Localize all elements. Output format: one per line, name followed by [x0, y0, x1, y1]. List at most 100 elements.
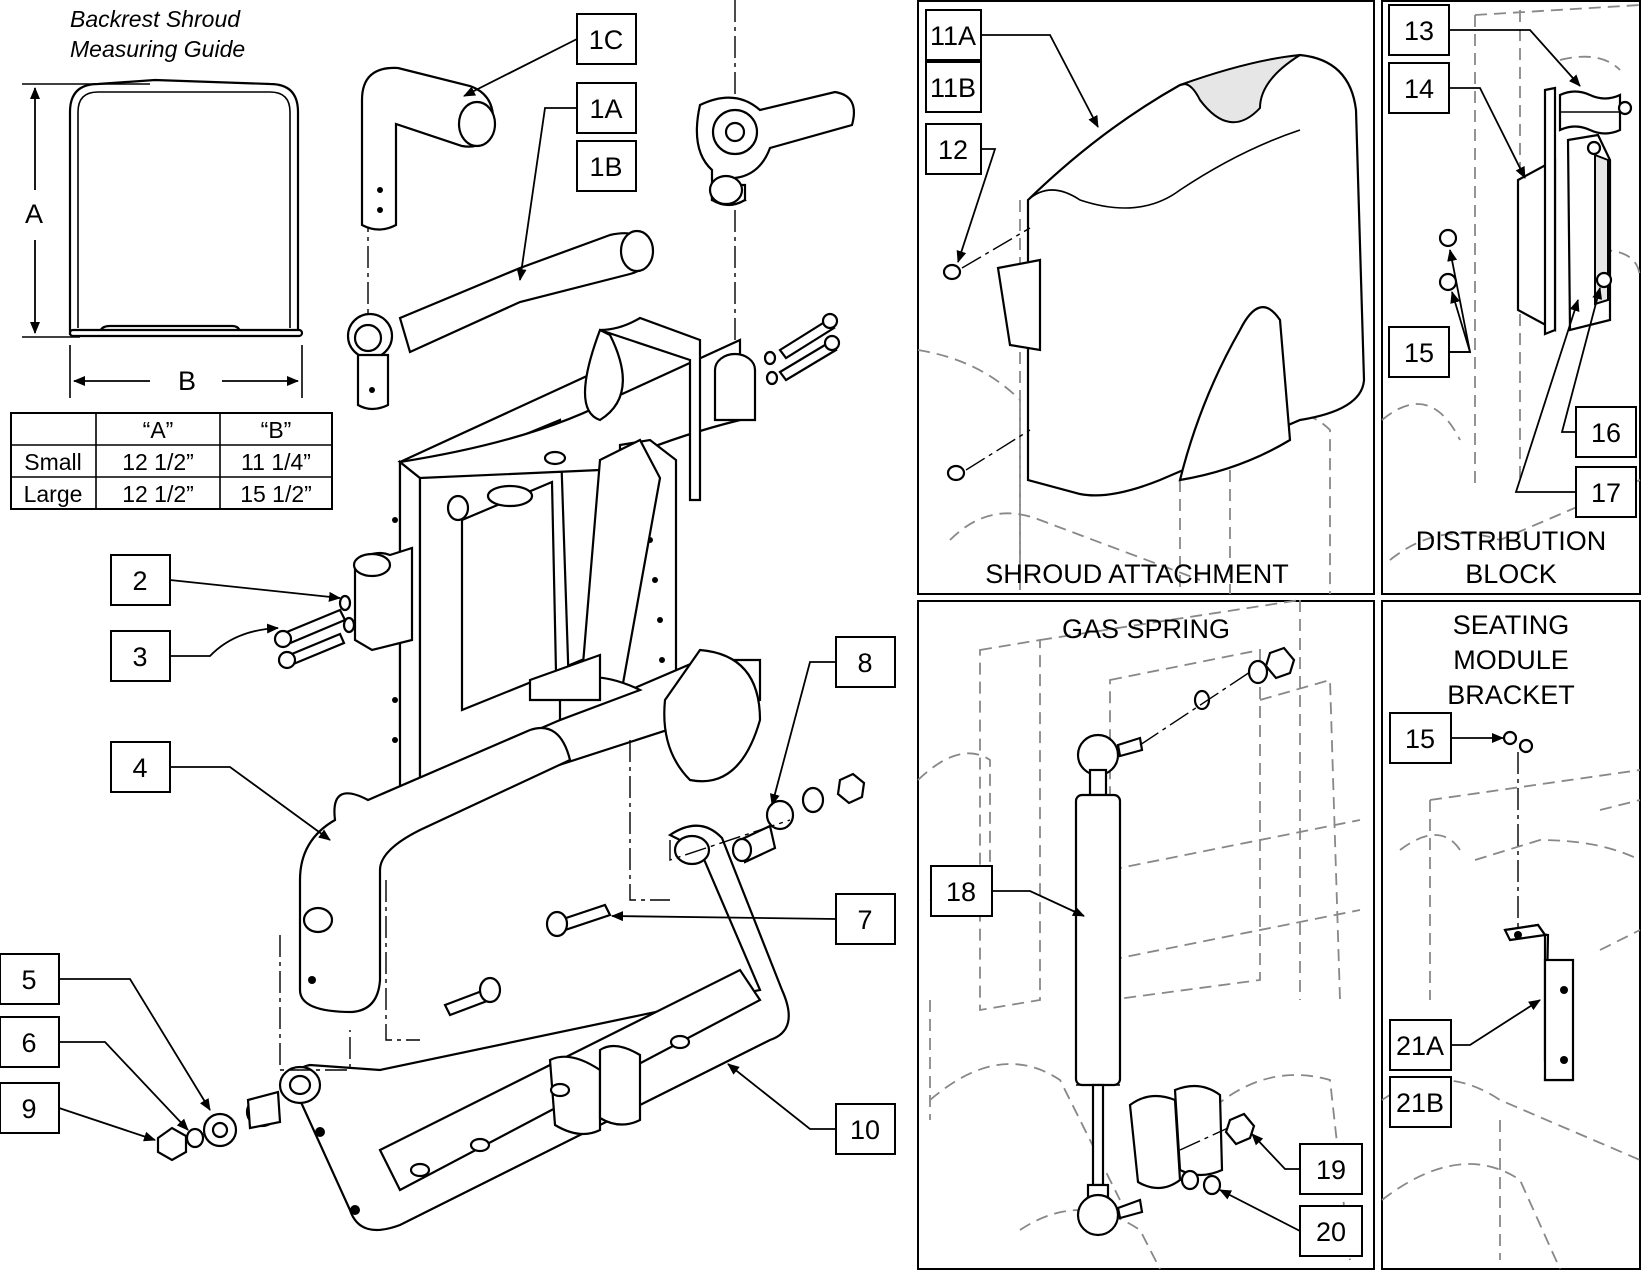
phantom-gs-8: [929, 678, 1341, 1120]
panel-gas-spring-caption: GAS SPRING: [1062, 614, 1230, 644]
hardware-7-8: [443, 772, 866, 1017]
leader-18: [992, 890, 1085, 917]
phantom-gs-5: [1109, 819, 1361, 961]
callout-box-19: [1299, 1143, 1363, 1195]
table-header-a: “A”: [143, 417, 174, 443]
phantom-sm-4: [1499, 929, 1641, 1260]
phantom-sm-1: [1399, 769, 1641, 1000]
chain-line-mid: [385, 880, 420, 1041]
leader-12: [956, 148, 997, 263]
chain-line-right: [629, 740, 670, 901]
panel-gas-spring: 18 19 20 GAS SPRING: [917, 599, 1375, 1270]
dim-b-label: B: [178, 366, 196, 396]
callout-15b: 15: [1405, 724, 1435, 754]
shroud-contour: [1027, 129, 1301, 209]
leader-17: [1514, 299, 1580, 493]
table-header-b: “B”: [261, 417, 292, 443]
leader-19: [1251, 1133, 1300, 1170]
callout-15a: 15: [1404, 338, 1434, 368]
callout-box-17: [1575, 466, 1637, 518]
guide-title-line1: Backrest Shroud: [70, 6, 241, 32]
bolts-top-right: [763, 312, 841, 386]
nut-19: [1224, 1112, 1256, 1146]
callout-18: 18: [946, 877, 976, 907]
callout-10: 10: [850, 1115, 880, 1145]
size-table-border: [10, 412, 333, 510]
panel-seating-caption-1: SEATING: [1453, 610, 1570, 640]
screw-15-seat-1: [1502, 730, 1518, 746]
panel-distribution-caption-1: DISTRIBUTION: [1416, 526, 1607, 556]
table-row-small-a: 12 1/2”: [122, 449, 194, 475]
phantom-gs-3: [1109, 648, 1261, 1002]
callout-box-18: [930, 865, 993, 917]
pivot-bracket-10: [278, 824, 790, 1232]
callout-14: 14: [1404, 74, 1434, 104]
callout-16: 16: [1591, 418, 1621, 448]
shroud-lower-cutout: [1178, 306, 1292, 482]
callout-box-1b: [576, 140, 637, 192]
leader-2: [169, 579, 341, 602]
main-exploded-view: [156, 0, 866, 1232]
panel-seating-caption-3: BRACKET: [1447, 680, 1575, 710]
screw-12-top: [942, 263, 962, 281]
callout-1c: 1C: [589, 25, 624, 55]
panel-distribution-block: 13 14 15 16 17 DISTRIBUTION BLOCK: [1381, 0, 1641, 595]
measuring-guide: Backrest Shroud Measuring Guide A B: [22, 6, 304, 398]
callout-4: 4: [132, 753, 147, 783]
callout-box-21b: [1389, 1076, 1452, 1128]
callout-8: 8: [857, 648, 872, 678]
callout-11a: 11A: [930, 21, 976, 51]
phantom-gs-2: [1039, 599, 1301, 1000]
washer-20b: [1202, 1174, 1222, 1196]
leader-1c: [463, 38, 578, 97]
panel-seating-module-bracket: 15 21A 21B SEATING MODULE BRACKET: [1381, 600, 1641, 1270]
leader-6: [59, 1041, 189, 1131]
callout-2: 2: [132, 566, 147, 596]
shroud-bracket: [996, 258, 1042, 352]
shroud-base: [68, 328, 304, 338]
leader-4: [170, 766, 331, 841]
leader-1a: [516, 107, 577, 281]
table-row-small-label: Small: [24, 449, 82, 475]
phantom-frame-5: [1179, 470, 1231, 594]
guide-title-line2: Measuring Guide: [70, 36, 245, 62]
callout-box-7: [835, 893, 896, 945]
callout-12: 12: [938, 135, 968, 165]
table-row-large-a: 12 1/2”: [122, 481, 194, 507]
table-row-small-b: 11 1/4”: [241, 449, 311, 475]
callout-7: 7: [857, 905, 872, 935]
callout-17: 17: [1591, 478, 1621, 508]
chain-line-left: [279, 935, 351, 1071]
leader-15a-bottom: [1449, 291, 1472, 353]
callout-box-9: [0, 1082, 60, 1134]
callout-1a: 1A: [589, 94, 622, 124]
callout-20: 20: [1316, 1217, 1346, 1247]
callout-box-2: [110, 554, 171, 606]
phantom-sm-2: [1474, 799, 1641, 861]
phantom-dist-3: [1389, 479, 1641, 561]
bracket-21-plate: [1543, 958, 1575, 1082]
phantom-frame-1: [917, 349, 1021, 580]
leader-21a: [1451, 999, 1541, 1046]
gas-spring-bracket: [1128, 1094, 1182, 1190]
panel-shroud-attachment: 11A 11B 12 SHROUD ATTACHMENT: [917, 0, 1375, 595]
panel-seating-caption-2: MODULE: [1453, 645, 1569, 675]
washer-20a: [1180, 1169, 1200, 1191]
handle-1a-right: [695, 90, 856, 207]
leader-8: [769, 661, 836, 806]
callout-box-21a: [1389, 1019, 1452, 1071]
handle-1a: [346, 229, 655, 411]
leader-9: [58, 1107, 156, 1142]
leader-10: [727, 1063, 836, 1130]
leader-16: [1560, 287, 1603, 433]
shroud-outline: [68, 78, 300, 336]
screw-15-top: [1438, 228, 1458, 248]
table-row-large-label: Large: [24, 481, 83, 507]
leader-13: [1449, 29, 1581, 87]
callout-box-11a: [925, 9, 982, 61]
callout-box-6: [0, 1016, 60, 1068]
phantom-gs-1: [979, 638, 1041, 1012]
leader-14: [1449, 87, 1526, 179]
chain-line-top: [669, 819, 791, 861]
